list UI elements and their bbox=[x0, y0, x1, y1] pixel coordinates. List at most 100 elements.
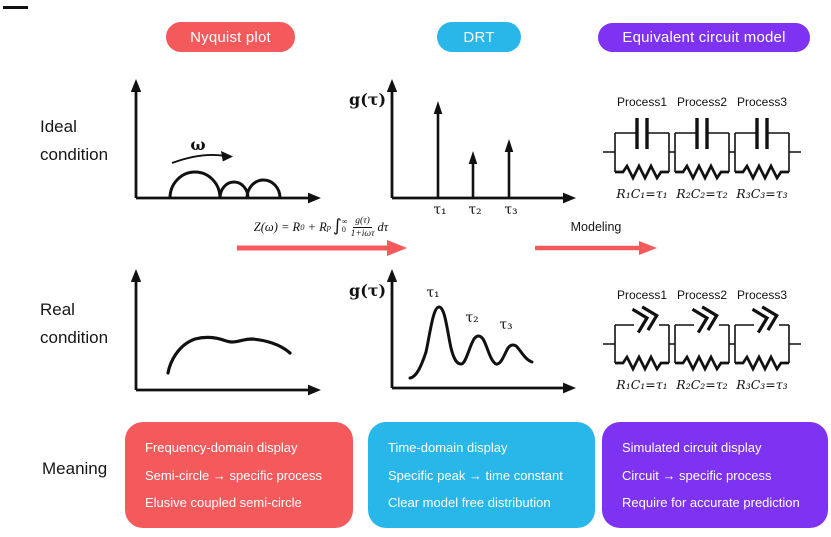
drt-meaning-box: Time-domain display Specific peak → time… bbox=[368, 422, 595, 528]
nyquist-pill-label: Nyquist plot bbox=[190, 28, 271, 46]
x-axis-arrowhead bbox=[563, 192, 576, 204]
tau1-tick-label: τ₁ bbox=[433, 202, 446, 218]
tau3-tick-label: τ₃ bbox=[504, 202, 517, 218]
equivalent-circuit-pill: Equivalent circuit model bbox=[598, 23, 810, 52]
rc-tau-labels: R₁C₁=τ₁ R₂C₂=τ₂ R₃C₃=τ₃ bbox=[615, 377, 787, 392]
meaning-label: Meaning bbox=[42, 455, 107, 483]
resistor-icon bbox=[615, 162, 789, 182]
transform-arrowhead bbox=[387, 240, 407, 256]
meaning-line: Elusive coupled semi-circle bbox=[145, 494, 302, 510]
y-axis-arrowhead bbox=[386, 269, 398, 282]
x-axis-arrowhead bbox=[308, 192, 321, 204]
ideal-drt-axes bbox=[390, 90, 564, 200]
tau2-peak-label: τ₂ bbox=[465, 310, 478, 326]
ecm-pill-label: Equivalent circuit model bbox=[622, 29, 786, 46]
meaning-line: Specific peak → time constant bbox=[388, 467, 563, 483]
transform-arrow bbox=[237, 240, 407, 256]
process3-label: Process3 bbox=[737, 288, 787, 302]
process3-label: Process3 bbox=[737, 95, 787, 109]
integral-limits: ∞ 0 bbox=[342, 218, 348, 234]
tau3-peak-label: τ₃ bbox=[499, 317, 512, 333]
corner-mark bbox=[3, 6, 28, 9]
y-axis-arrowhead bbox=[386, 79, 398, 92]
drt-spike-arrowheads bbox=[433, 101, 514, 164]
omega-symbol: ω bbox=[190, 135, 205, 154]
meaning-line: Semi-circle → specific process bbox=[145, 467, 322, 483]
x-axis-arrowhead bbox=[563, 382, 576, 394]
nyquist-plot-pill: Nyquist plot bbox=[166, 22, 295, 52]
equation-subp: p bbox=[326, 222, 332, 232]
integral-upper-limit: ∞ bbox=[341, 217, 348, 226]
real-condition-label: Real condition bbox=[40, 296, 108, 352]
ideal-condition-label: Ideal condition bbox=[40, 113, 108, 169]
modeling-label: Modeling bbox=[570, 220, 622, 234]
x-axis-arrowhead bbox=[308, 384, 321, 396]
equation-dtau: dτ bbox=[377, 219, 389, 234]
real-label-line2: condition bbox=[40, 328, 109, 347]
ideal-circuit-diagram: Process1 Process2 Process3 R₁C₁=τ₁ R₂C₂=… bbox=[603, 95, 801, 201]
ideal-label-line1: Ideal bbox=[40, 117, 77, 136]
omega-arrowhead bbox=[221, 151, 233, 162]
process1-label: Process1 bbox=[617, 95, 667, 109]
meaning-line: Simulated circuit display bbox=[622, 440, 762, 456]
real-nyquist-axes bbox=[134, 280, 309, 392]
rc2-label: R₂C₂=τ₂ bbox=[675, 186, 727, 201]
real-drt-plot: g(τ) τ₁ τ₂ τ₃ bbox=[349, 269, 576, 394]
real-label-line1: Real bbox=[40, 300, 75, 319]
ideal-label-line2: condition bbox=[40, 145, 109, 164]
meaning-line: Frequency-domain display bbox=[145, 440, 298, 456]
tau1-peak-label: τ₁ bbox=[426, 285, 439, 301]
rc1-label: R₁C₁=τ₁ bbox=[615, 186, 667, 201]
ideal-nyquist-semicircles bbox=[168, 170, 282, 199]
process-labels: Process1 Process2 Process3 bbox=[617, 288, 787, 302]
drt-pill-label: DRT bbox=[463, 28, 495, 46]
process1-label: Process1 bbox=[617, 288, 667, 302]
process2-label: Process2 bbox=[677, 288, 727, 302]
real-nyquist-plot bbox=[130, 269, 321, 396]
fraction-numerator: g(τ) bbox=[353, 215, 372, 228]
drt-spikes bbox=[436, 112, 511, 198]
y-axis-arrowhead bbox=[130, 269, 142, 282]
integral-sign: ∫ bbox=[333, 216, 342, 236]
ideal-drt-plot: g(τ) τ₁ τ₂ τ₃ bbox=[349, 79, 576, 218]
equation-plus-rp: + R bbox=[304, 219, 327, 234]
process-labels: Process1 Process2 Process3 bbox=[617, 95, 787, 109]
equation-fraction: g(τ) 1+iωτ bbox=[351, 216, 375, 239]
cpe-icon bbox=[631, 305, 779, 334]
ideal-nyquist-axes bbox=[134, 90, 309, 200]
real-drt-axes bbox=[390, 280, 564, 390]
rc2-label: R₂C₂=τ₂ bbox=[675, 377, 727, 392]
integral-lower-limit: 0 bbox=[341, 225, 346, 234]
drt-pill: DRT bbox=[437, 22, 521, 52]
tau2-tick-label: τ₂ bbox=[468, 202, 481, 218]
real-impedance-curve bbox=[166, 335, 292, 375]
meaning-line: Time-domain display bbox=[388, 440, 508, 456]
y-axis-arrowhead bbox=[130, 79, 142, 92]
omega-direction-arc bbox=[171, 154, 226, 164]
process2-label: Process2 bbox=[677, 95, 727, 109]
g-tau-axis-label: g(τ) bbox=[349, 281, 386, 300]
meaning-line: Require for accurate prediction bbox=[622, 494, 800, 510]
real-circuit-diagram: Process1 Process2 Process3 R₁C₁=τ₁ R₂C₂=… bbox=[603, 288, 801, 392]
equation-sub0: 0 bbox=[300, 222, 305, 232]
capacitor-icon bbox=[635, 118, 769, 149]
circuit-wires bbox=[603, 324, 801, 363]
real-drt-curve bbox=[408, 305, 534, 380]
resistor-icon bbox=[615, 353, 789, 373]
rc-tau-labels: R₁C₁=τ₁ R₂C₂=τ₂ R₃C₃=τ₃ bbox=[615, 186, 787, 201]
ideal-nyquist-plot: ω bbox=[130, 79, 321, 204]
nyquist-meaning-box: Frequency-domain display Semi-circle → s… bbox=[125, 422, 353, 528]
equation-lhs: Z(ω) = R bbox=[253, 219, 301, 234]
meaning-line: Circuit → specific process bbox=[622, 467, 772, 483]
modeling-arrow bbox=[535, 241, 657, 255]
rc3-label: R₃C₃=τ₃ bbox=[735, 186, 787, 201]
meaning-line: Clear model free distribution bbox=[388, 494, 551, 510]
circuit-wires bbox=[603, 132, 801, 172]
fraction-denominator: 1+iωτ bbox=[350, 228, 375, 239]
rc3-label: R₃C₃=τ₃ bbox=[735, 377, 787, 392]
g-tau-axis-label: g(τ) bbox=[349, 90, 386, 109]
meaning-label-text: Meaning bbox=[42, 459, 108, 478]
ecm-meaning-box: Simulated circuit display Circuit → spec… bbox=[602, 422, 828, 528]
